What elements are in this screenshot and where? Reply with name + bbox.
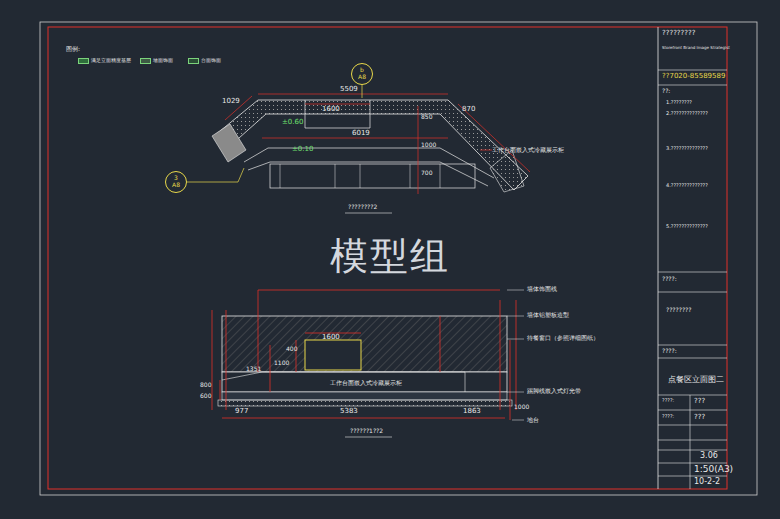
drawing-label: 1029 — [222, 98, 240, 106]
drawing-label: ????: — [662, 398, 674, 404]
drawing-label: 1000 — [421, 142, 436, 149]
drawing-label: 2.?????????????? — [666, 111, 708, 117]
drawing-label: ±0.60 — [282, 119, 303, 127]
drawing-label: ????: — [662, 348, 677, 355]
drawing-label: 踢脚线嵌入式灯光带 — [527, 388, 581, 395]
drawing-label: 800 — [200, 382, 211, 389]
section-callout: bA8 — [351, 63, 373, 85]
drawing-label: 600 — [200, 393, 211, 400]
callout-text: 3 — [174, 175, 178, 182]
drawing-label: 1100 — [274, 360, 289, 367]
drawing-label: 4.?????????????? — [666, 183, 708, 189]
legend-swatch — [140, 58, 151, 64]
drawing-label: ????: — [662, 276, 677, 283]
drawing-label: 6019 — [352, 130, 370, 138]
drawing-label: 870 — [462, 106, 475, 114]
drawing-label: 1351 — [246, 366, 261, 373]
legend-swatch — [78, 58, 89, 64]
legend-text: 满足立面精度基层 — [91, 58, 131, 64]
drawing-label: 3.?????????????? — [666, 146, 708, 152]
drawing-label: 5509 — [340, 86, 358, 94]
drawing-label: 地台 — [527, 417, 539, 424]
drawing-label: 墙体铝塑板造型 — [527, 312, 569, 319]
drawing-label: 5383 — [340, 408, 358, 416]
drawing-label: ??: — [662, 88, 670, 95]
drawing-label: ????????? — [662, 30, 695, 38]
legend-text: 墙面饰面 — [153, 58, 173, 64]
drawing-label: ??????1??2 — [350, 428, 383, 435]
drawing-label: 墙体饰面线 — [527, 286, 557, 293]
section-callout: 3A8 — [165, 171, 187, 193]
drawing-label: 工作台面嵌入式冷藏展示柜 — [330, 380, 402, 387]
drawing-label: 10-2-2 — [694, 478, 720, 487]
drawing-label: ??7020-85589589 — [662, 73, 725, 81]
drawing-label: 1:50(A3) — [694, 465, 733, 475]
drawing-label: 1600 — [322, 106, 340, 114]
drawing-label: 1863 — [463, 408, 481, 416]
drawing-label: 点餐区立面图二 — [668, 376, 724, 385]
drawing-label: ????: — [662, 414, 674, 420]
drawing-label: ??? — [694, 398, 705, 406]
watermark: 模型组 — [330, 236, 450, 278]
drawing-label: ??? — [694, 414, 705, 422]
drawing-label: 工作台面嵌入式冷藏展示柜 — [492, 147, 564, 154]
callout-text: A8 — [172, 182, 180, 189]
drawing-label: 1.???????? — [666, 100, 692, 106]
drawing-label: 400 — [286, 346, 297, 353]
drawing-label: 1600 — [322, 334, 340, 342]
drawing-label: 977 — [235, 408, 248, 416]
callout-text: A8 — [358, 74, 366, 81]
drawing-label: 1000 — [514, 404, 529, 411]
drawing-label: ????????2 — [348, 204, 377, 211]
drawing-label: Storefront Brand Image Strategist — [662, 46, 730, 50]
legend-swatch — [188, 58, 199, 64]
drawing-label: 700 — [421, 170, 432, 177]
callout-text: b — [360, 67, 364, 74]
drawing-label: 5.?????????????? — [666, 224, 708, 230]
drawing-label: ±0.10 — [292, 146, 313, 154]
drawing-label: 3.06 — [700, 452, 718, 461]
drawing-label: 待餐窗口（参照详细图纸） — [527, 335, 599, 342]
drawing-label: 850 — [421, 114, 432, 121]
drawing-label: 图例: — [66, 46, 80, 53]
legend-text: 台面饰面 — [201, 58, 221, 64]
drawing-label: ???????? — [666, 307, 691, 314]
